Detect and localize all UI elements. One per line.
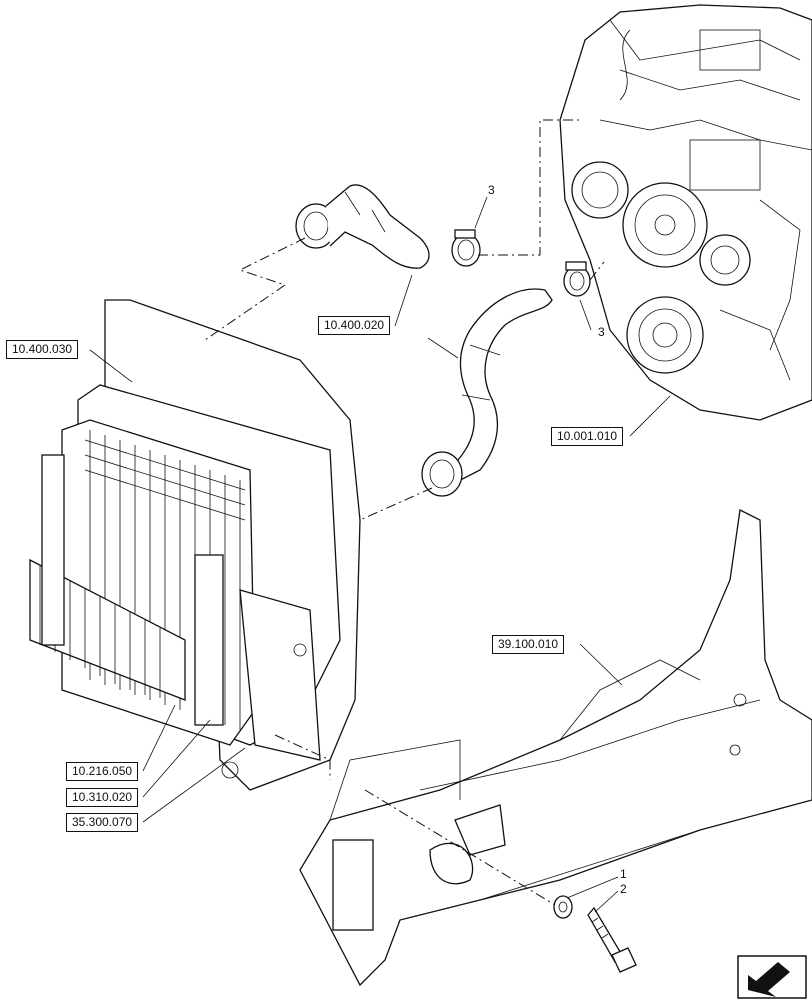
view-direction-arrow-icon <box>737 955 807 999</box>
hose-clamp-lower <box>563 261 591 297</box>
item-number-washer: 1 <box>620 867 627 881</box>
item-number-bolt: 2 <box>620 882 627 896</box>
callout-radiator-top[interactable]: 10.400.030 <box>6 340 79 359</box>
hose-clamp-upper <box>451 229 481 267</box>
leader-lines <box>89 196 671 913</box>
bolt <box>587 906 637 973</box>
callout-upper-hose[interactable]: 10.400.020 <box>318 316 391 335</box>
frame-rail <box>299 509 812 987</box>
assembly-lines <box>204 119 605 906</box>
callout-engine[interactable]: 10.001.010 <box>551 427 624 446</box>
callout-radiator-core[interactable]: 10.310.020 <box>66 788 139 807</box>
item-number-clamp-lower: 3 <box>598 325 605 339</box>
lower-hose <box>421 288 553 497</box>
callout-frame[interactable]: 39.100.010 <box>492 635 565 654</box>
upper-hose <box>295 184 430 269</box>
washer <box>553 895 573 919</box>
oil-cooler <box>29 558 186 701</box>
callout-condenser[interactable]: 35.300.070 <box>66 813 139 832</box>
engine-assembly <box>559 4 812 421</box>
cooling-package <box>29 299 361 791</box>
item-number-clamp-upper: 3 <box>488 183 495 197</box>
callout-oil-cooler[interactable]: 10.216.050 <box>66 762 139 781</box>
